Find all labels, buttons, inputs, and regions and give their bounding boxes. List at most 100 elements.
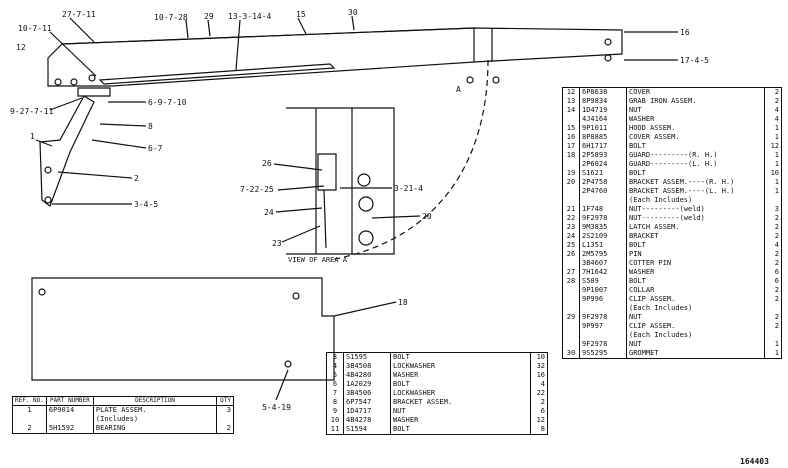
quantity-cell bbox=[765, 196, 782, 205]
part-number-cell: S1594 bbox=[343, 425, 391, 435]
description-cell: NUT bbox=[626, 106, 765, 115]
part-number-cell: 2P6024 bbox=[579, 160, 627, 169]
callout-6-9-7-10: 6-9-7-10 bbox=[148, 98, 187, 107]
ref-number-cell: 29 bbox=[562, 313, 580, 322]
part-number-cell: 4B4280 bbox=[343, 371, 391, 380]
description-cell: LATCH ASSEM. bbox=[626, 223, 765, 232]
callout-23: 23 bbox=[272, 239, 282, 248]
quantity-cell: 1 bbox=[774, 178, 779, 186]
part-number-cell: S1595 bbox=[343, 352, 391, 362]
table-row: (Each Includes) bbox=[562, 196, 782, 205]
quantity-cell: 1 bbox=[774, 349, 779, 357]
callout-30: 30 bbox=[348, 8, 358, 17]
part-number-cell: 2M5795 bbox=[579, 250, 627, 259]
ref-number-cell: 27 bbox=[562, 268, 580, 277]
description-cell: LOCKWASHER bbox=[390, 362, 531, 371]
ref-number-cell: 9 bbox=[326, 407, 344, 416]
description-cell: (Includes) bbox=[93, 415, 218, 424]
header-part-number: PART NUMBER bbox=[46, 396, 94, 406]
part-number-cell: 3B4506 bbox=[343, 389, 391, 398]
ref-number-cell: 3 bbox=[326, 352, 344, 362]
part-number-cell: 9P1007 bbox=[579, 286, 627, 295]
description-cell: WASHER bbox=[390, 416, 531, 425]
ref-number-cell: 24 bbox=[562, 232, 580, 241]
ref-number-cell: 18 bbox=[562, 151, 580, 160]
quantity-cell: 2 bbox=[774, 322, 779, 330]
description-cell: BEARING bbox=[93, 424, 218, 434]
ref-number-cell bbox=[562, 295, 580, 304]
part-number-cell: 8P8885 bbox=[579, 133, 627, 142]
quantity-cell: 2 bbox=[774, 223, 779, 231]
callout-7-22-25: 7-22-25 bbox=[240, 185, 274, 194]
guard-plate bbox=[31, 277, 335, 381]
part-number-cell: 2P5893 bbox=[579, 151, 627, 160]
quantity-cell: 12 bbox=[536, 416, 545, 424]
bolt-head-b bbox=[358, 196, 374, 212]
part-number-cell: 9F2978 bbox=[579, 313, 627, 322]
quantity-cell: 2 bbox=[774, 259, 779, 267]
bolt-head-a bbox=[357, 173, 371, 187]
description-cell: HOOD ASSEM. bbox=[626, 124, 765, 133]
callout-26: 26 bbox=[262, 159, 272, 168]
quantity-cell: 10 bbox=[770, 169, 779, 177]
description-cell: NUT---------(weld) bbox=[626, 214, 765, 223]
ref-number-cell: 25 bbox=[562, 241, 580, 250]
description-cell: (Each Includes) bbox=[626, 196, 765, 205]
callout-2: 2 bbox=[134, 174, 139, 183]
part-number-cell: 1D4719 bbox=[579, 106, 627, 115]
callout-3-21-4: 3-21-4 bbox=[394, 184, 423, 193]
quantity-cell: 2 bbox=[774, 250, 779, 258]
part-number-cell: S1621 bbox=[579, 169, 627, 178]
ref-number-cell bbox=[562, 187, 580, 196]
ref-number-cell: 22 bbox=[562, 214, 580, 223]
description-cell: COTTER PIN bbox=[626, 259, 765, 268]
callout-20: 20 bbox=[422, 212, 432, 221]
part-number-cell: 9M3835 bbox=[579, 223, 627, 232]
quantity-cell: 4 bbox=[774, 115, 779, 123]
part-number-cell: 1F748 bbox=[579, 205, 627, 214]
callout-29: 29 bbox=[204, 12, 214, 21]
callout-12: 12 bbox=[16, 43, 26, 52]
callout-24: 24 bbox=[264, 208, 274, 217]
ref-number-cell: 8 bbox=[326, 398, 344, 407]
description-cell: WASHER bbox=[390, 371, 531, 380]
description-cell: PLATE ASSEM. bbox=[93, 405, 218, 415]
ref-number-cell: 17 bbox=[562, 142, 580, 151]
quantity-cell: 4 bbox=[540, 380, 545, 388]
quantity-cell: 16 bbox=[536, 371, 545, 379]
description-cell: GUARD---------(R. H.) bbox=[626, 151, 765, 160]
ref-number-cell: 21 bbox=[562, 205, 580, 214]
description-cell: PIN bbox=[626, 250, 765, 259]
quantity-cell: 1 bbox=[774, 151, 779, 159]
part-number-cell: 2S2109 bbox=[579, 232, 627, 241]
part-number-cell: 6H1717 bbox=[579, 142, 627, 151]
grab-iron bbox=[98, 63, 336, 85]
callout-9-27-7-11: 9-27-7-11 bbox=[10, 107, 54, 116]
quantity-cell: 2 bbox=[540, 398, 545, 406]
quantity-cell: 1 bbox=[774, 187, 779, 195]
area-a-frame bbox=[286, 107, 395, 255]
ref-number-cell: 30 bbox=[562, 349, 580, 359]
